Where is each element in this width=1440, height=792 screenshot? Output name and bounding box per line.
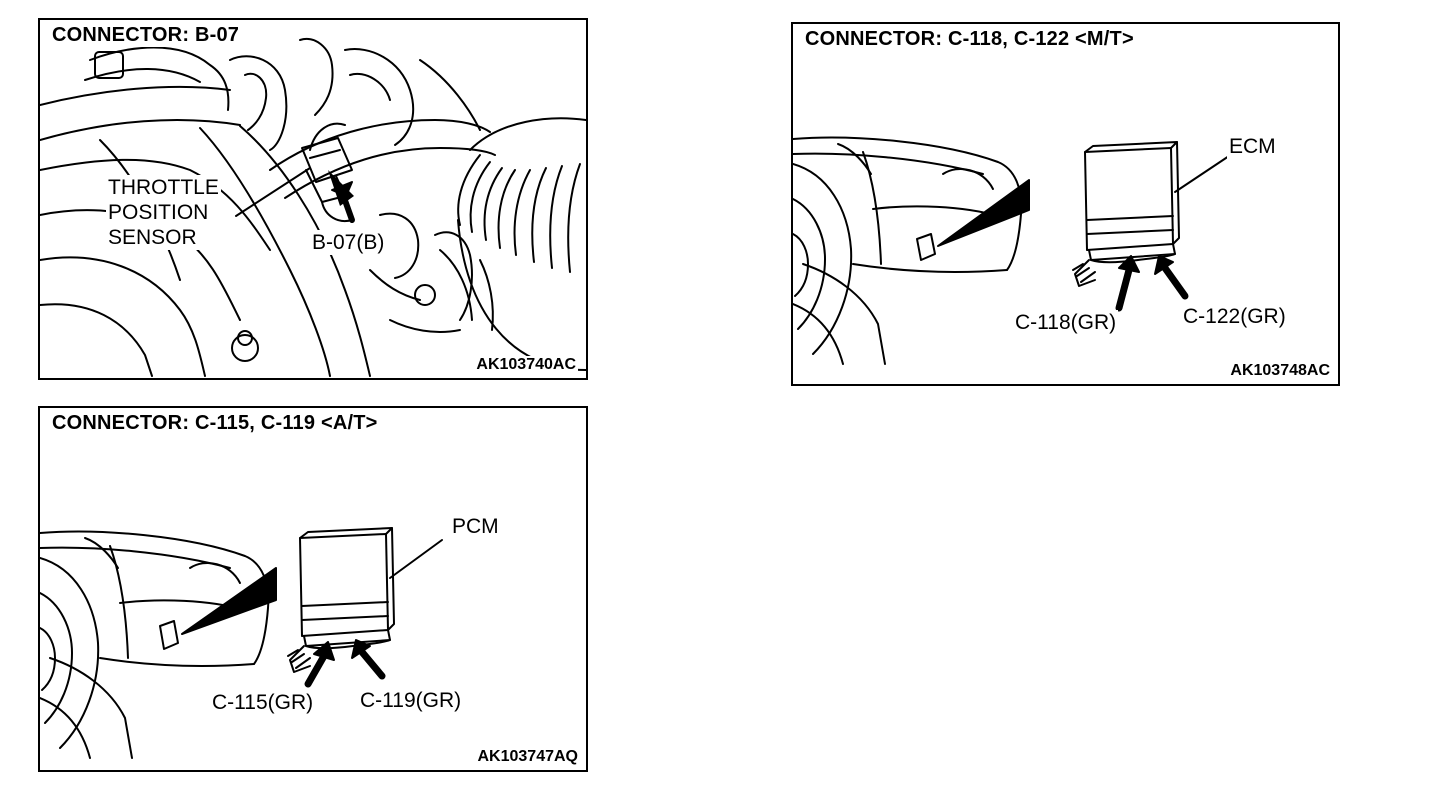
label-line: POSITION xyxy=(106,200,221,225)
connector-label-c118: C-118(GR) xyxy=(1013,310,1119,335)
engine-illustration xyxy=(40,37,586,377)
connector-label-b07: B-07(B) xyxy=(310,230,387,255)
connector-label-c122: C-122(GR) xyxy=(1181,304,1288,329)
figure-code: AK103747AQ xyxy=(475,748,580,766)
panel-title: CONNECTOR: B-07 xyxy=(50,24,242,47)
pcm-label: PCM xyxy=(450,514,501,539)
connector-label-c115: C-115(GR) xyxy=(210,690,316,715)
figure-code: AK103748AC xyxy=(1228,362,1332,380)
label-line: THROTTLE xyxy=(106,175,221,200)
dashboard-ecm-illustration xyxy=(793,136,1230,365)
ecm-label: ECM xyxy=(1227,134,1278,159)
panel-connector-b07: CONNECTOR: B-07 THROTTLE POSITION SENSOR… xyxy=(38,18,588,380)
dashboard-pcm-illustration xyxy=(40,527,443,759)
panel-connector-at: CONNECTOR: C-115, C-119 <A/T> PCM C-115(… xyxy=(38,406,588,772)
throttle-position-sensor-label: THROTTLE POSITION SENSOR xyxy=(106,175,221,250)
panel-title: CONNECTOR: C-118, C-122 <M/T> xyxy=(803,28,1136,51)
panel-connector-mt: CONNECTOR: C-118, C-122 <M/T> ECM C-118(… xyxy=(791,22,1340,386)
label-line: SENSOR xyxy=(106,225,221,250)
figure-code: AK103740AC xyxy=(474,356,578,374)
connector-label-c119: C-119(GR) xyxy=(358,688,464,713)
panel-title: CONNECTOR: C-115, C-119 <A/T> xyxy=(50,412,380,435)
